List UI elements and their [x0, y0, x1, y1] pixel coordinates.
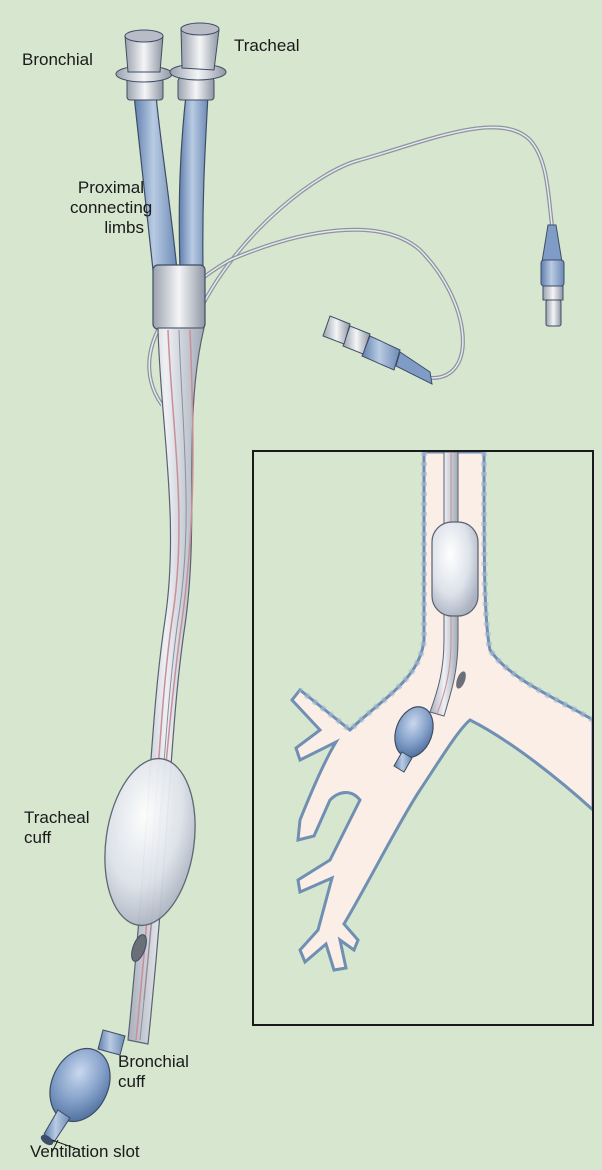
tracheal-cuff-shape	[95, 753, 206, 932]
label-proximal-connecting-limbs: Proximal connecting limbs	[70, 178, 144, 238]
label-tracheal-cuff-line-1: Tracheal	[24, 808, 90, 828]
pilot-valve-upper	[541, 225, 564, 326]
label-bronchial-cuff-line-2: cuff	[118, 1072, 189, 1092]
label-tracheal-cuff: Tracheal cuff	[24, 808, 90, 848]
main-tube	[128, 328, 204, 1044]
pilot-valve-lower	[323, 316, 432, 384]
inset-airway-view	[253, 451, 593, 1025]
pilot-line-tracheal	[200, 127, 552, 310]
label-proximal-line-3: limbs	[70, 218, 144, 238]
label-bronchial-cuff-line-1: Bronchial	[118, 1052, 189, 1072]
bronchial-tip	[39, 1030, 125, 1152]
label-bronchial-cuff: Bronchial cuff	[118, 1052, 189, 1092]
label-tracheal-cuff-line-2: cuff	[24, 828, 90, 848]
label-bronchial: Bronchial	[22, 50, 93, 70]
label-proximal-line-2: connecting	[70, 198, 144, 218]
label-tracheal: Tracheal	[234, 36, 300, 56]
proximal-limbs	[116, 23, 226, 329]
label-ventilation-slot: Ventilation slot	[30, 1142, 140, 1162]
label-proximal-line-1: Proximal	[70, 178, 144, 198]
